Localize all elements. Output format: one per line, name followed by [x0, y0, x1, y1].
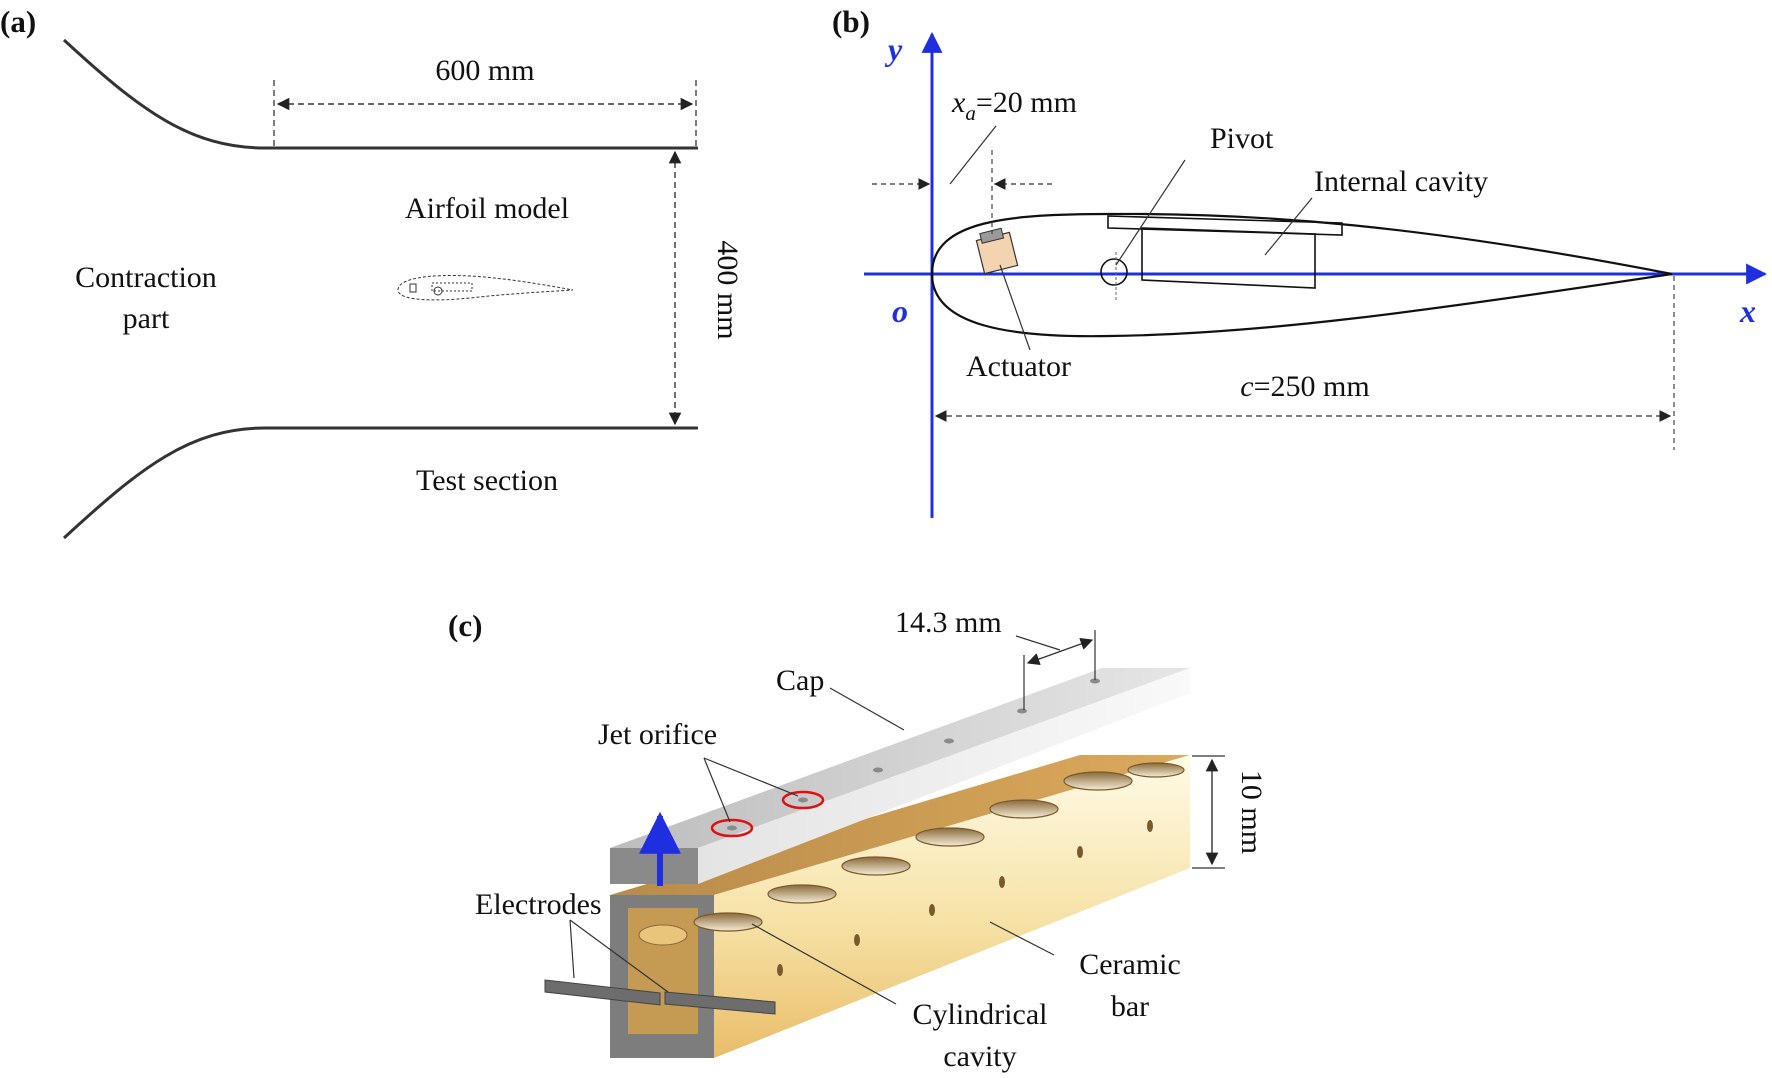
- panel-b-tag: (b): [832, 4, 870, 39]
- panel-c: (c): [448, 606, 1268, 1073]
- actuator-label: Actuator: [966, 350, 1071, 383]
- chord-label: c=250 mm: [1240, 370, 1369, 403]
- xa-label: xa=20 mm: [951, 86, 1077, 125]
- x-axis-label: x: [1739, 293, 1756, 329]
- contraction-label-line1: Contraction: [75, 261, 217, 294]
- test-section-label: Test section: [416, 464, 558, 497]
- airfoil-profile: [930, 212, 1673, 338]
- jet-orifice-highlight-2: [781, 790, 825, 810]
- ceramic-label-line1: Ceramic: [1079, 948, 1181, 981]
- airfoil-model-label: Airfoil model: [405, 192, 569, 225]
- cavity-label-line2: cavity: [943, 1040, 1016, 1073]
- cylindrical-cavity-section: [638, 924, 688, 946]
- internal-cavity-label: Internal cavity: [1314, 165, 1488, 198]
- jet-orifice-leader-2: [703, 757, 799, 797]
- xa-leader: [949, 125, 997, 185]
- panel-b: (b) y x o xa=20 mm Pivot Internal cavity: [832, 4, 1768, 518]
- spacing-dimension-arrow: [1026, 637, 1094, 666]
- electrodes-label: Electrodes: [475, 888, 602, 921]
- cavity-leader: [751, 923, 897, 1005]
- jet-orifice-leader-1: [703, 757, 731, 823]
- height-label: 400 mm: [711, 240, 744, 339]
- internal-cavity: [1107, 215, 1343, 289]
- pivot: [1100, 252, 1128, 300]
- length-label: 600 mm: [435, 54, 534, 87]
- cap-leader: [829, 687, 905, 731]
- electrodes: [544, 919, 776, 1015]
- jet-orifice-highlight-1: [710, 818, 754, 838]
- spacing-leader: [1015, 635, 1061, 651]
- height-label-c: 10 mm: [1235, 770, 1268, 854]
- airfoil-model-sketch: [397, 275, 574, 301]
- cap-top-face: [610, 668, 1190, 848]
- actuator: [975, 227, 1019, 275]
- contraction-label-line2: part: [123, 302, 170, 335]
- contraction-lower-wall: [62, 426, 698, 540]
- cavity-label-line1: Cylindrical: [913, 998, 1048, 1031]
- cap-end-face: [610, 848, 698, 884]
- pivot-label: Pivot: [1210, 122, 1274, 155]
- ceramic-top-holes: [693, 762, 1185, 932]
- cap-orifices: [727, 678, 1100, 831]
- panel-a: (a) 600 mm 400 mm Airfoil model Contract…: [0, 4, 744, 540]
- panel-c-tag: (c): [448, 608, 482, 643]
- cap-label: Cap: [776, 664, 824, 697]
- spacing-label: 14.3 mm: [895, 606, 1002, 639]
- ceramic-side-holes: [777, 820, 1153, 976]
- origin-label: o: [892, 293, 908, 329]
- panel-a-tag: (a): [0, 4, 36, 39]
- ceramic-bar: [610, 755, 1190, 1058]
- ceramic-leader: [989, 921, 1055, 956]
- actuator-leader: [999, 264, 1031, 351]
- contraction-upper-wall: [62, 38, 698, 150]
- pivot-leader: [1115, 159, 1186, 266]
- cap: [610, 668, 1190, 886]
- y-axis-label: y: [884, 31, 903, 67]
- ceramic-label-line2: bar: [1111, 990, 1149, 1023]
- cap-front-face: [698, 668, 1190, 884]
- jet-orifice-label: Jet orifice: [598, 718, 717, 751]
- internal-cavity-leader: [1264, 197, 1313, 256]
- ceramic-front-face: [714, 755, 1190, 1058]
